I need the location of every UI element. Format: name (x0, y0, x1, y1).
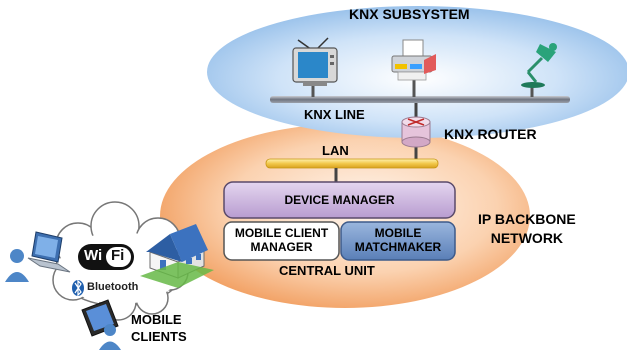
knx-router-icon (401, 116, 431, 148)
device-manager-box (223, 181, 456, 219)
mobile-client-manager-box (223, 221, 340, 261)
bluetooth-label: Bluetooth (87, 281, 139, 293)
mobile-clients-line1: MOBILE (131, 312, 182, 327)
mobile-client-manager-line2: MANAGER (250, 240, 313, 254)
device-manager-label: DEVICE MANAGER (284, 193, 395, 207)
knx-line-label: KNX LINE (304, 107, 365, 122)
knx-line-bar (270, 96, 570, 103)
bluetooth-icon (72, 279, 84, 297)
ip-backbone-label: IP BACKBONE NETWORK (478, 210, 576, 248)
knx-router-label: KNX ROUTER (444, 126, 537, 142)
mobile-matchmaker-line1: MOBILE (374, 226, 422, 240)
ip-backbone-line1: IP BACKBONE (478, 211, 576, 227)
tablet-user-icon (81, 299, 121, 350)
knx-subsystem-title: KNX SUBSYSTEM (349, 6, 470, 22)
wifi-text-wi: Wi (84, 247, 103, 264)
mobile-client-manager-label: MOBILE CLIENT MANAGER (224, 226, 339, 254)
mobile-matchmaker-box (340, 221, 456, 261)
ip-backbone-line2: NETWORK (490, 230, 564, 246)
lan-label: LAN (322, 143, 349, 158)
mobile-clients-line2: CLIENTS (131, 329, 187, 344)
mobile-matchmaker-line2: MATCHMAKER (354, 240, 442, 254)
laptop-user-icon (5, 231, 71, 282)
desk-lamp-icon (521, 43, 557, 88)
central-unit-label: CENTRAL UNIT (279, 263, 375, 278)
wifi-text-fi: Fi (111, 247, 125, 264)
television-icon (292, 37, 338, 86)
mobile-clients-label: MOBILE CLIENTS (131, 311, 187, 345)
wifi-logo (78, 244, 134, 270)
mobile-matchmaker-label: MOBILE MATCHMAKER (341, 226, 455, 254)
lan-bar (265, 158, 439, 169)
printer-icon (391, 39, 436, 81)
mobile-client-manager-line1: MOBILE CLIENT (234, 226, 329, 240)
house-icon (140, 224, 214, 288)
